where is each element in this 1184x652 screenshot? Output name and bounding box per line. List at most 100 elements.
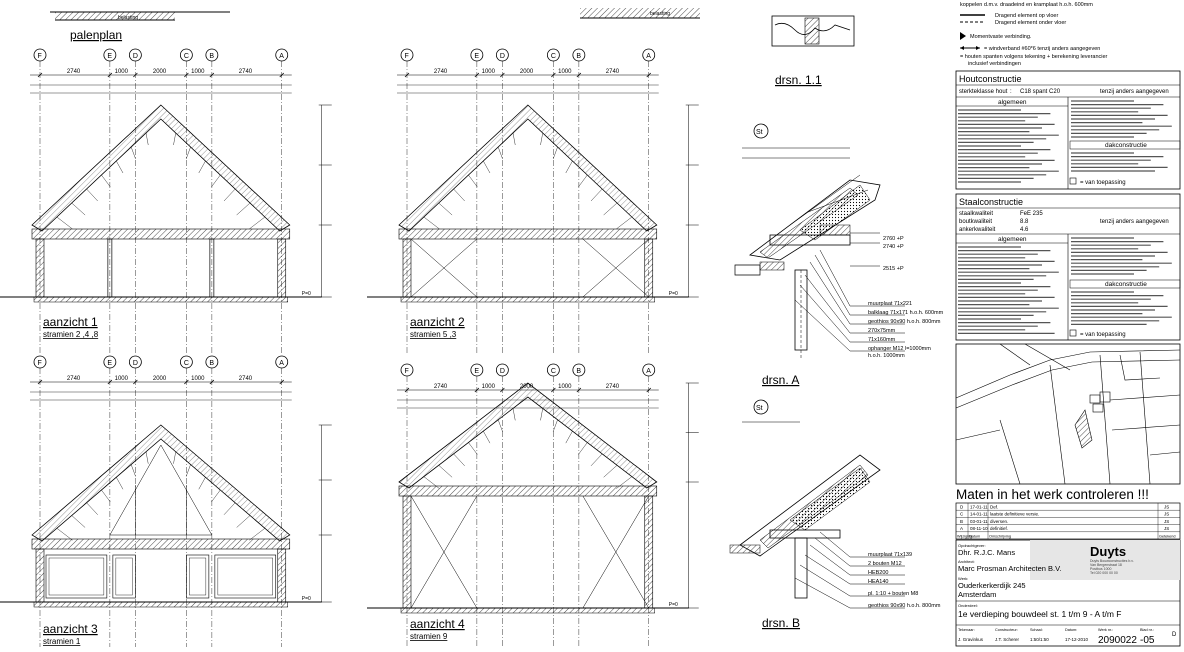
truss-web <box>86 188 98 202</box>
dim-tick <box>133 72 138 78</box>
top-belasting-left: belasting <box>50 11 230 21</box>
bracing <box>582 238 649 298</box>
truss-web <box>497 419 503 432</box>
detail-1-1 <box>771 15 855 47</box>
level-2760: 2760 +P <box>883 236 904 242</box>
dim-text: 2740 <box>239 69 253 75</box>
detail-a-balklaag: balklaag 71x171 h.o.h. 600mm <box>868 310 944 316</box>
grid-letter: E <box>107 53 112 60</box>
dim-text: 1000 <box>191 69 205 75</box>
truss-web <box>211 489 221 503</box>
staal-title: Staalconstructie <box>959 197 1023 207</box>
wall-column <box>402 495 412 609</box>
grid-letter: C <box>551 53 556 60</box>
detail-B: St muurplaat 71x139 2 bouten M12 HEB200 … <box>729 399 941 630</box>
staal-row-1-label: boutkwaliteit <box>959 219 992 225</box>
tb-value: 17-12-2010 <box>1065 637 1089 642</box>
floor-beam <box>398 485 658 497</box>
dim-tick <box>551 72 556 78</box>
hout-row-label: sterkteklasse hout <box>959 89 1008 95</box>
rev-desc: diversen. <box>990 519 1008 524</box>
dim-text: 2000 <box>153 69 167 75</box>
dim-tick <box>107 379 113 385</box>
dim-tick <box>474 387 480 393</box>
dim-text: 1000 <box>558 384 572 390</box>
grid-letter: B <box>576 53 581 60</box>
rev-letter: C <box>960 512 964 517</box>
rev-letter: A <box>960 526 963 531</box>
dim-text: 2740 <box>67 376 81 382</box>
rev-letter: D <box>960 505 964 510</box>
tb-value: -05 <box>1140 635 1155 646</box>
aanzicht-4-sub: stramien 9 <box>410 632 448 641</box>
svg-text:Postbus 1000: Postbus 1000 <box>1090 567 1111 571</box>
hout-van-toepassing: = van toepassing <box>1080 180 1126 186</box>
detail-a-muurplaat: muurplaat 71x221 <box>868 301 912 307</box>
truss-web <box>236 515 251 528</box>
staal-row-2-value: 4.6 <box>1020 227 1029 233</box>
truss-web <box>565 431 573 444</box>
wall-column <box>35 238 45 298</box>
svg-text:Van Bergenstraat 18: Van Bergenstraat 18 <box>1090 563 1122 567</box>
grid-letter: F <box>405 368 409 375</box>
truss-web <box>145 451 149 464</box>
floor-beam <box>398 228 658 240</box>
dim-tick <box>37 379 43 385</box>
aanzicht-2-sub: stramien 5 ,3 <box>410 330 457 339</box>
dim-tick <box>279 72 285 78</box>
opdrachtgever: Dhr. R.J.C. Mans <box>958 548 1015 557</box>
palenplan-label: palenplan <box>70 28 122 42</box>
hout-row-note: tenzij anders aangegeven <box>1100 89 1169 95</box>
wall-column <box>644 495 654 609</box>
grid-letter: C <box>184 360 189 367</box>
truss-web <box>453 188 465 202</box>
level-2740: 2740 +P <box>883 244 904 250</box>
tb-value: 2090022 <box>1098 635 1137 646</box>
truss-web <box>603 202 618 216</box>
legend-windverband: = windverband #60*6 tenzij anders aangeg… <box>984 46 1100 52</box>
truss-web <box>185 464 191 477</box>
dim-tick <box>474 72 480 78</box>
truss-web <box>590 188 603 202</box>
detail-b-muurplaat: muurplaat 71x139 <box>868 552 912 558</box>
tb-value: J.T. Scherer <box>995 637 1020 642</box>
roof-truss <box>398 382 658 489</box>
tb-label: Datum: <box>1065 628 1077 632</box>
aanzicht-4-title: aanzicht 4 <box>410 617 465 631</box>
top-belasting-right: belasting <box>580 8 700 19</box>
truss-web <box>56 528 73 541</box>
truss-web <box>101 489 111 503</box>
floor-beam <box>31 538 291 550</box>
bracing <box>410 238 478 298</box>
truss-web <box>71 202 86 216</box>
hout-spec-lines <box>958 100 1172 183</box>
legend-koppelen: koppelen d.m.v. draadeind en kramplaat h… <box>960 2 1093 8</box>
detail-A: St 2760 +P 2740 +P 2515 +P muu <box>734 123 944 387</box>
rev-header: Datum <box>969 534 980 538</box>
architect-label: Architect: <box>958 559 975 564</box>
dim-text: 2000 <box>153 376 167 382</box>
aanzicht-1-sub: stramien 2 ,4 ,8 <box>43 330 99 339</box>
aanzicht-3-sub: stramien 1 <box>43 637 81 646</box>
onderdeel-label: Onderdeel: <box>958 603 978 608</box>
dim-tick <box>500 72 505 78</box>
roof-truss <box>31 104 291 232</box>
tb-label: Tekenaar: <box>958 628 975 632</box>
wall-column <box>402 238 412 298</box>
rev-date: 03-01-11 <box>970 519 988 524</box>
grid-letter: A <box>646 53 651 60</box>
truss-web <box>56 216 73 230</box>
legend-inclusief: inclusief verbindingen <box>968 61 1021 67</box>
staal-row-1-value: 8.8 <box>1020 219 1029 225</box>
detail-a-270: 270x75mm <box>868 328 896 334</box>
dim-tick <box>133 379 138 385</box>
werk2: Amsterdam <box>958 590 996 599</box>
dim-tick <box>404 72 410 78</box>
tb-value: J. Gravinkus <box>958 637 984 642</box>
dim-tick <box>184 379 189 385</box>
aanzicht-3-title: aanzicht 3 <box>43 622 98 636</box>
drsn-b-label: drsn. B <box>762 616 800 630</box>
site-map <box>955 343 1181 485</box>
